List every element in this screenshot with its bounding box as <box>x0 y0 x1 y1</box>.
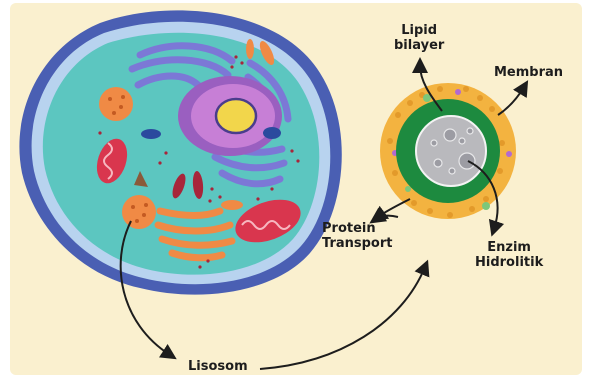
label-lisosom: Lisosom <box>188 359 248 374</box>
vesicle-blue-1 <box>141 129 161 139</box>
cell-illustration <box>10 3 582 375</box>
vesicle-orange-1 <box>221 200 243 210</box>
lysosome-closeup <box>380 83 516 219</box>
vesicle-orange-3 <box>246 39 254 59</box>
label-enzim-line1: Enzim <box>475 240 543 255</box>
label-lipid-bilayer: Lipid bilayer <box>394 23 444 53</box>
membrane-protein-green-3 <box>405 186 411 192</box>
membrane-protein-purple-1 <box>455 89 461 95</box>
label-lipid-line1: Lipid <box>394 23 444 38</box>
vesicle-blue-2 <box>263 127 281 139</box>
label-protein-line1: Protein <box>322 221 392 236</box>
arrow-protein-transport-2 <box>378 199 410 217</box>
label-membran: Membran <box>494 65 563 80</box>
lysosome-lumen <box>416 116 486 186</box>
label-protein-transport: Protein Transport <box>322 221 392 251</box>
membrane-protein-purple-2 <box>506 151 512 157</box>
label-enzim-hidrolitik: Enzim Hidrolitik <box>475 240 543 270</box>
lysosome-highlighted <box>122 195 156 229</box>
animal-cell <box>19 10 341 294</box>
nucleolus <box>216 99 256 133</box>
lysosome-top-left <box>99 87 133 121</box>
membrane-protein-green-2 <box>482 202 490 210</box>
label-lipid-line2: bilayer <box>394 38 444 53</box>
diagram-background: Lipid bilayer Membran Protein Transport … <box>10 3 582 375</box>
arrow-lisosom-to-closeup <box>260 267 425 369</box>
label-enzim-line2: Hidrolitik <box>475 255 543 270</box>
label-protein-line2: Transport <box>322 236 392 251</box>
